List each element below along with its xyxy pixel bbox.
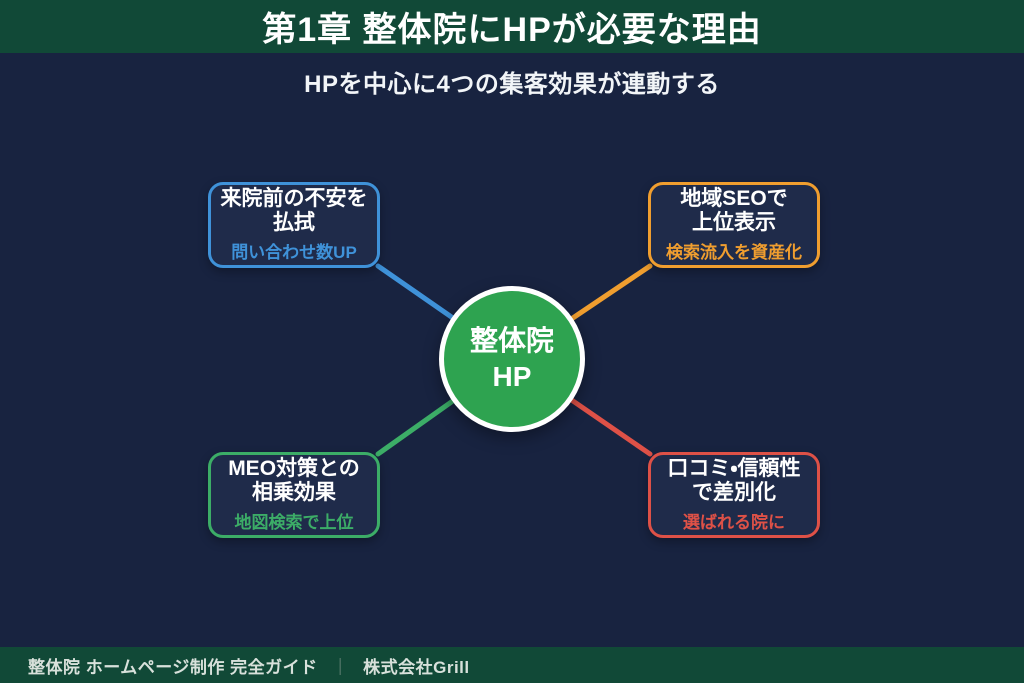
node-bottom-left-subtitle: 地図検索で上位 — [234, 512, 354, 532]
slide-title: 第1章 整体院にHPが必要な理由 — [262, 11, 762, 49]
hub-label: 整体院 HP — [469, 324, 554, 392]
footer-company: 株式会社Grill — [363, 657, 470, 677]
node-top-right-subtitle: 検索流入を資産化 — [666, 242, 802, 262]
node-top-left-title: 来院前の不安を 払拭 — [220, 187, 368, 234]
node-bottom-left: MEO対策との 相乗効果 地図検索で上位 — [208, 452, 380, 538]
node-bottom-right-title: 口コミ・信頼性 で差別化 — [667, 457, 801, 504]
node-top-right: 地域SEOで 上位表示 検索流入を資産化 — [648, 182, 820, 268]
node-bottom-right: 口コミ・信頼性 で差別化 選ばれる院に — [648, 452, 820, 538]
hub-circle: 整体院 HP — [439, 286, 585, 432]
node-top-left-subtitle: 問い合わせ数UP — [231, 242, 357, 262]
subtitle: HPを中心に4つの集客効果が連動する — [304, 71, 720, 98]
footer-guide-title: 整体院 ホームページ制作 完全ガイド — [28, 657, 318, 677]
footer-bar: 整体院 ホームページ制作 完全ガイド ｜ 株式会社Grill — [0, 647, 1024, 683]
footer-divider: ｜ — [331, 657, 350, 677]
node-top-right-title: 地域SEOで 上位表示 — [680, 187, 788, 234]
node-top-left: 来院前の不安を 払拭 問い合わせ数UP — [208, 182, 380, 268]
node-bottom-left-title: MEO対策との 相乗効果 — [228, 457, 360, 504]
node-bottom-right-subtitle: 選ばれる院に — [683, 512, 785, 532]
header-bar: 第1章 整体院にHPが必要な理由 — [0, 0, 1024, 53]
